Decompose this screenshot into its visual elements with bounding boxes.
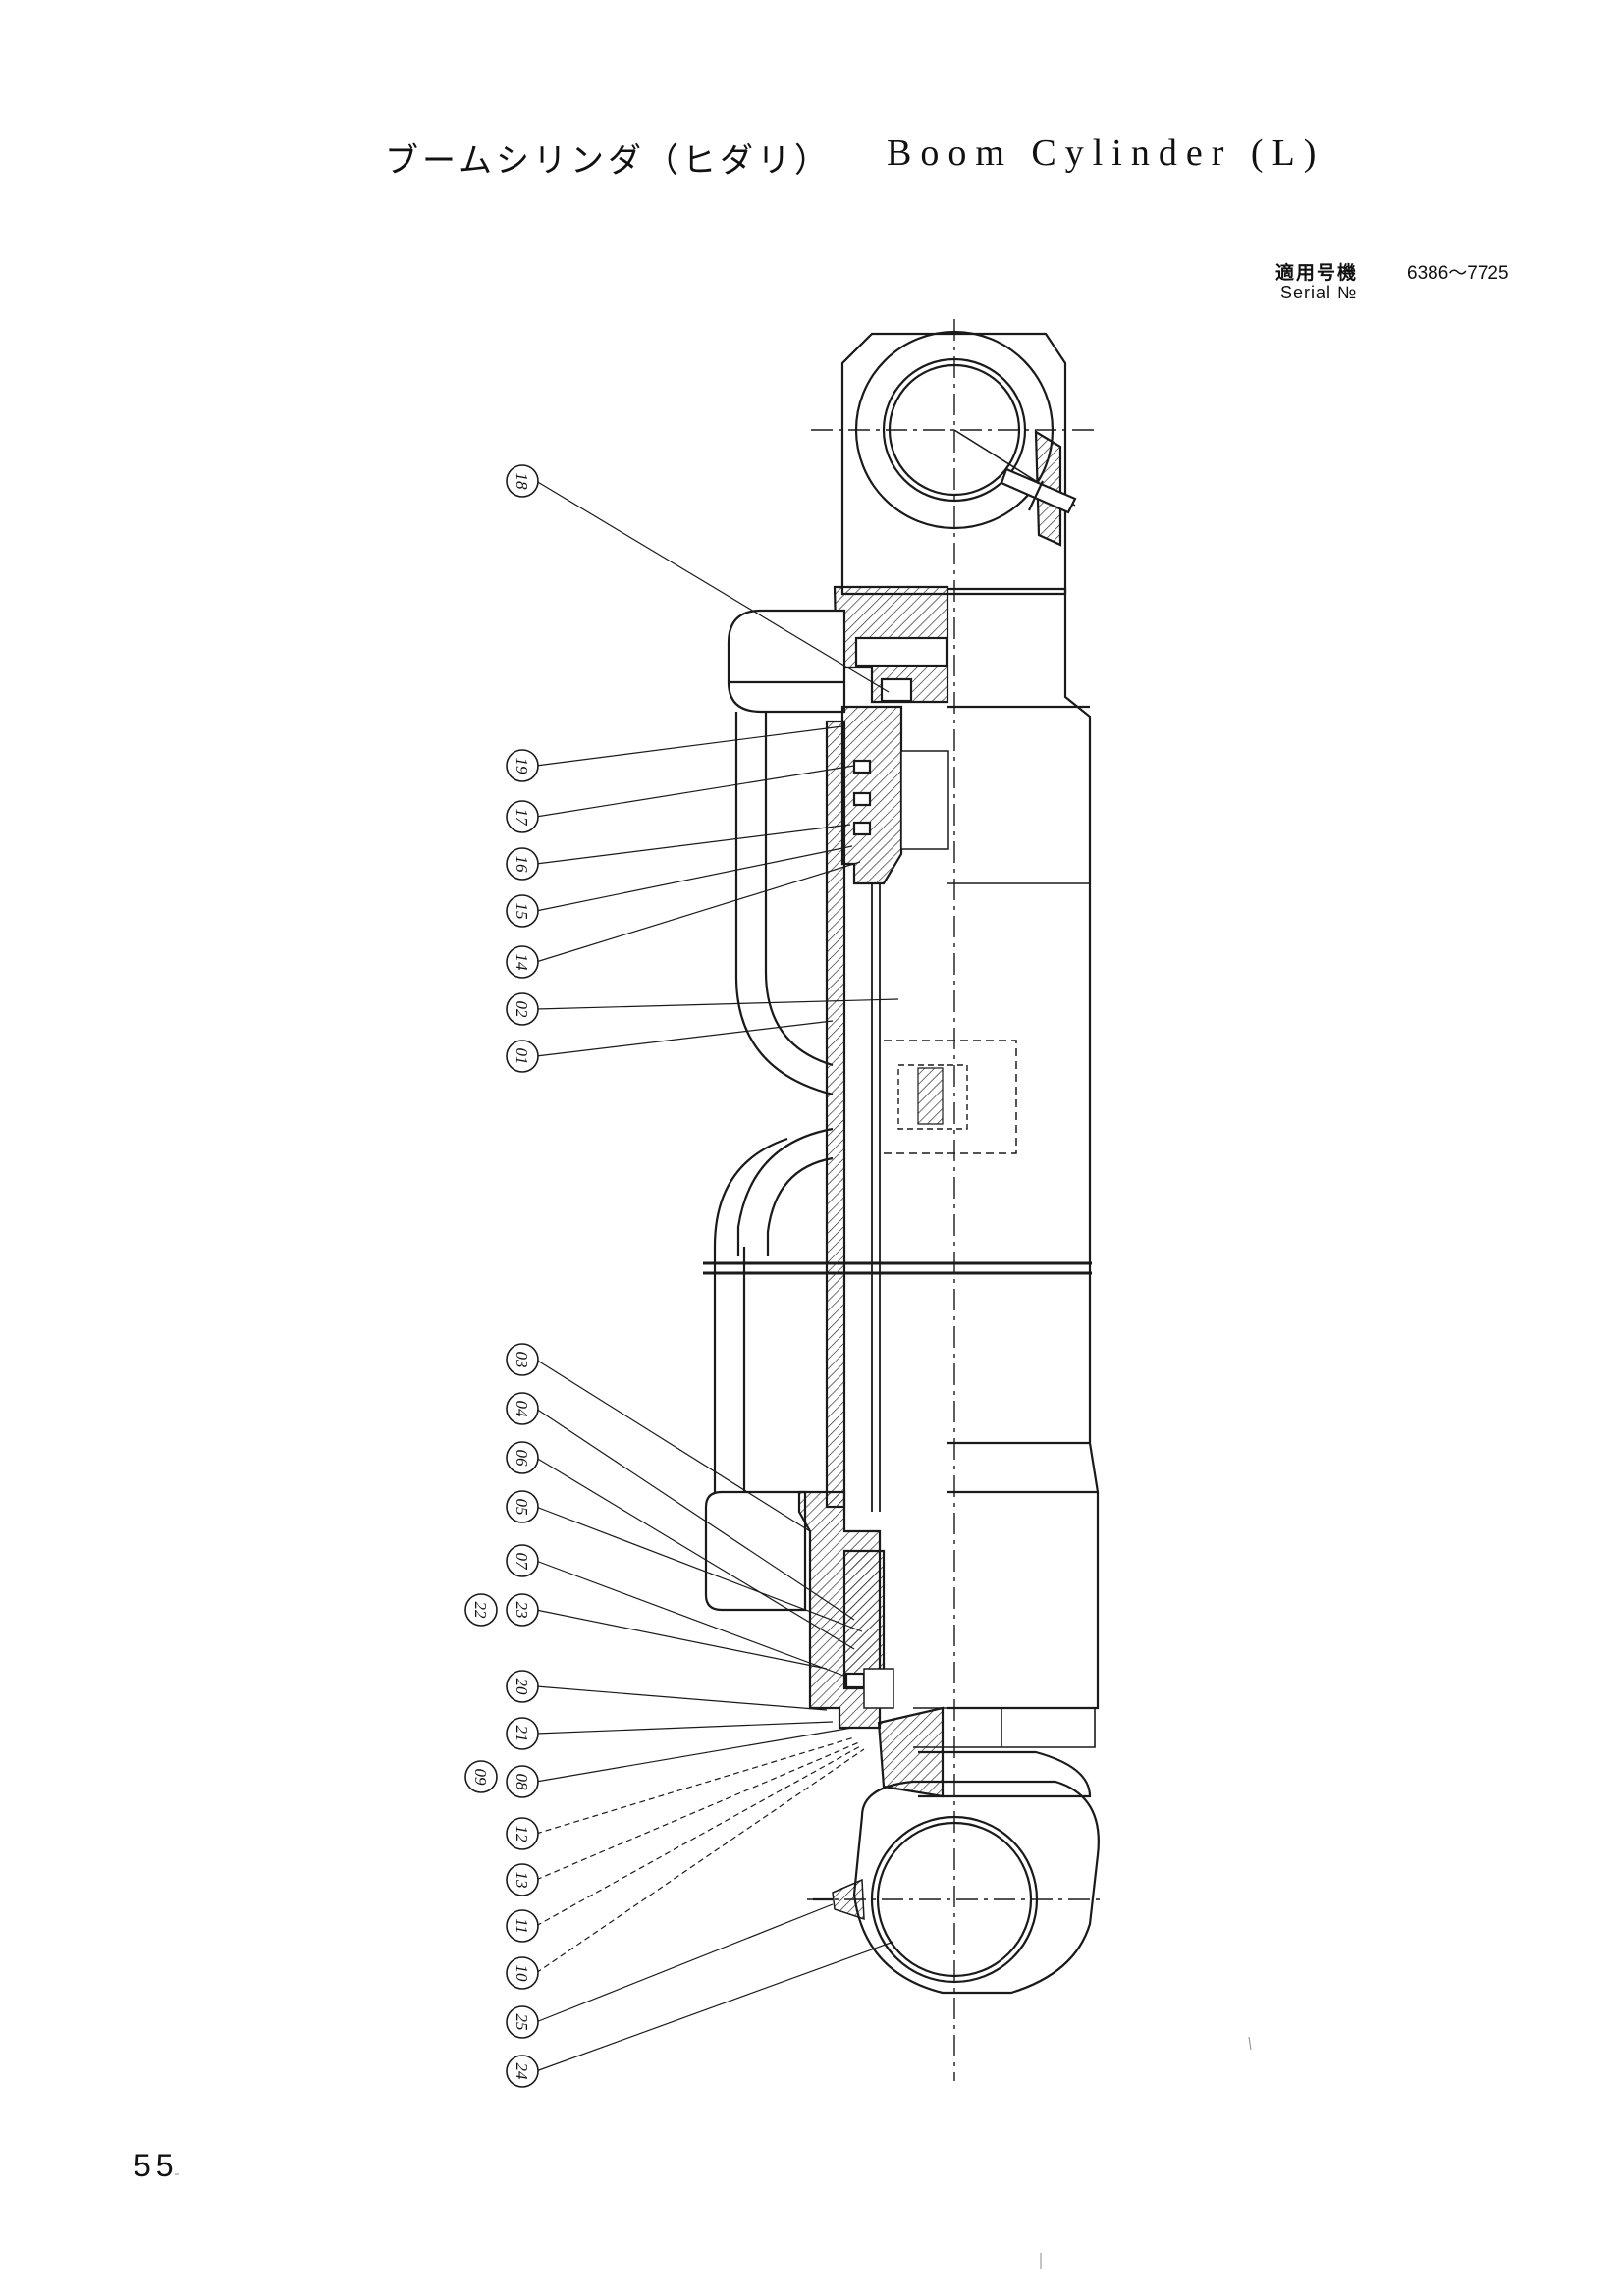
callout-label-06: 06 <box>513 1450 531 1468</box>
callout-balloon-13 <box>506 1863 539 1896</box>
head-cover <box>833 585 949 704</box>
serial-label-japanese: 適用号機 <box>1275 262 1359 284</box>
callout-label-15: 15 <box>513 903 531 920</box>
callout-label-14: 14 <box>513 954 531 972</box>
callout-balloon-21 <box>506 1717 539 1750</box>
callout-label-19: 19 <box>513 758 531 775</box>
callout-label-25: 25 <box>513 2014 531 2031</box>
callout-label-21: 21 <box>513 1726 531 1742</box>
callout-balloon-02 <box>506 992 539 1026</box>
callout-balloon-23 <box>506 1593 539 1627</box>
callout-balloon-16 <box>506 847 539 881</box>
callout-balloon-04 <box>506 1392 539 1425</box>
callout-label-17: 17 <box>513 809 531 828</box>
callout-label-24: 24 <box>513 2063 531 2081</box>
cylinder-tube <box>703 587 1100 1710</box>
port-boss <box>884 1040 1017 1154</box>
callout-balloon-17 <box>506 800 539 833</box>
serial-label-english: Serial № <box>1280 283 1358 302</box>
callout-balloon-03 <box>506 1343 539 1376</box>
callout-balloon-25 <box>506 2005 539 2039</box>
top-clevis <box>811 319 1098 2081</box>
callout-balloon-22 <box>464 1593 498 1627</box>
callout-label-09: 09 <box>471 1769 490 1787</box>
callout-label-22: 22 <box>471 1602 490 1620</box>
callout-label-04: 04 <box>513 1401 531 1418</box>
callout-balloon-18 <box>506 464 539 498</box>
callout-balloon-09 <box>464 1760 498 1793</box>
callout-balloon-07 <box>506 1544 539 1577</box>
callout-label-16: 16 <box>513 856 531 874</box>
callout-label-11: 11 <box>513 1918 531 1934</box>
bottom-clevis <box>807 1750 1100 1995</box>
callout-label-02: 02 <box>513 1001 531 1019</box>
external-pipe <box>704 712 834 1612</box>
callout-balloon-24 <box>506 2055 539 2088</box>
callout-balloon-06 <box>506 1441 539 1474</box>
callout-balloon-11 <box>506 1909 539 1943</box>
callout-label-03: 03 <box>513 1352 531 1368</box>
serial-range: 6386〜7725 <box>1407 263 1509 284</box>
scan-specks <box>175 2036 1252 2269</box>
callout-balloon-20 <box>506 1670 539 1703</box>
callout-balloon-10 <box>506 1956 539 1990</box>
callout-balloon-08 <box>506 1765 539 1798</box>
callout-label-08: 08 <box>513 1774 531 1791</box>
callout-label-13: 13 <box>513 1872 531 1889</box>
page-number: 55 <box>134 2148 179 2183</box>
title-japanese: ブームシリンダ（ヒダリ） <box>385 141 832 181</box>
piston-assembly <box>797 1490 1096 1798</box>
callout-balloon-12 <box>506 1817 539 1850</box>
callout-balloon-14 <box>506 945 539 979</box>
pipe-elbow-upper <box>727 609 846 714</box>
callout-label-10: 10 <box>513 1965 531 1983</box>
callout-label-23: 23 <box>513 1602 531 1619</box>
callout-label-20: 20 <box>513 1679 531 1696</box>
callout-label-18: 18 <box>513 473 531 491</box>
callout-label-12: 12 <box>513 1826 531 1843</box>
callout-label-07: 07 <box>513 1553 531 1572</box>
callout-label-05: 05 <box>513 1499 531 1516</box>
callout-balloon-05 <box>506 1490 539 1523</box>
callout-balloon-01 <box>506 1040 539 1073</box>
rod-gland-upper <box>840 705 949 885</box>
callout-balloon-19 <box>506 749 539 782</box>
callout-label-01: 01 <box>513 1048 531 1065</box>
callout-balloon-15 <box>506 894 539 928</box>
title-english: Boom Cylinder (L) <box>887 133 1325 174</box>
